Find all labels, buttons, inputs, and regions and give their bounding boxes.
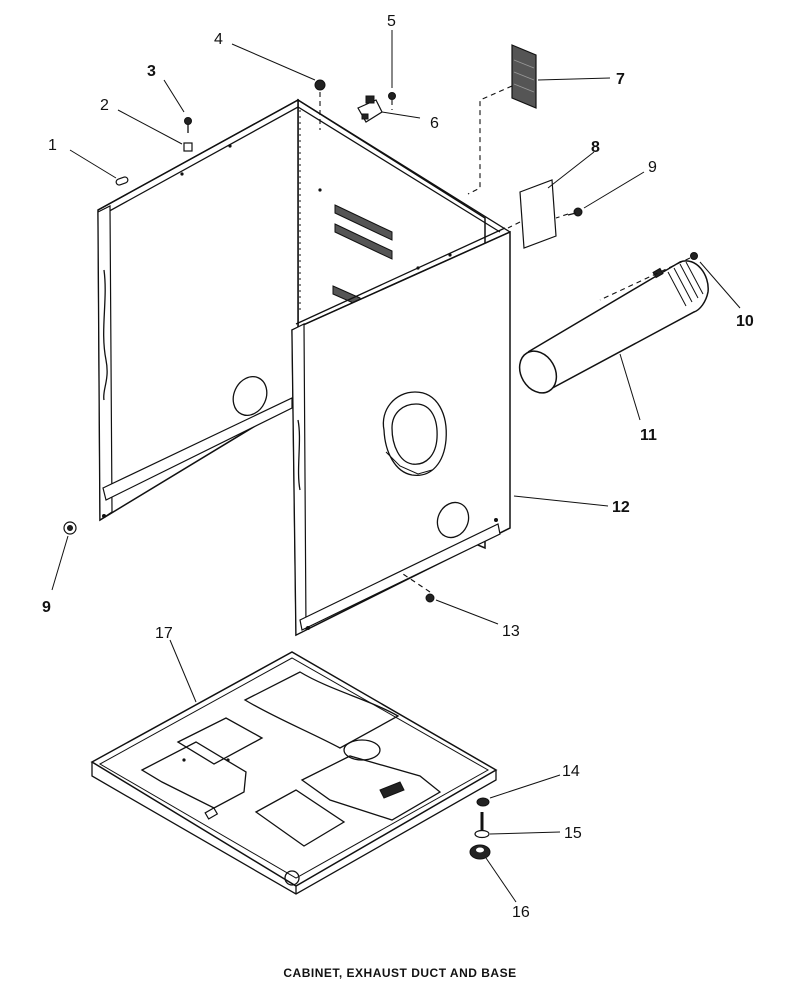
callout-13: 13	[502, 623, 520, 640]
part-14-nut	[476, 797, 490, 807]
part-6-bracket	[357, 95, 383, 123]
part-16-foot-pad	[469, 844, 491, 860]
part-5-screw	[388, 92, 396, 100]
callout-12: 12	[612, 499, 630, 516]
callout-7: 7	[616, 71, 625, 88]
callout-9-left: 9	[42, 599, 51, 616]
cabinet-left-panel	[97, 98, 299, 522]
part-9-screw-left	[63, 521, 77, 535]
diagram-caption: CABINET, EXHAUST DUCT AND BASE	[283, 966, 517, 980]
part-7-screen	[511, 44, 537, 109]
callout-5: 5	[387, 13, 396, 30]
part-11-exhaust-duct	[518, 260, 709, 394]
part-8-cover-plate	[519, 179, 557, 249]
callout-15: 15	[564, 825, 582, 842]
part-1-pin	[115, 176, 129, 186]
callout-14: 14	[562, 763, 580, 780]
callout-10: 10	[736, 313, 754, 330]
part-15-leveling-leg	[474, 812, 490, 839]
back-panel-slots	[332, 204, 393, 307]
leader-lines	[51, 30, 741, 903]
callout-2: 2	[100, 97, 109, 114]
part-13-screw	[425, 593, 435, 603]
callout-4: 4	[214, 31, 223, 48]
part-17-base	[90, 651, 498, 895]
callout-11: 11	[640, 427, 657, 444]
callout-3: 3	[147, 63, 156, 80]
assembly-guide-lines	[319, 85, 691, 593]
part-10-screw	[690, 252, 698, 260]
cabinet-assembly	[97, 98, 511, 637]
part-2-clip	[183, 142, 193, 152]
callout-1: 1	[48, 137, 57, 154]
part-4-nut	[314, 79, 326, 91]
callout-9-right: 9	[648, 159, 657, 176]
callout-labels: 1 2 3 4 5 6 7 8 9 9 10 11 12 13 14 15 16…	[42, 13, 754, 921]
part-9-screw-right	[567, 207, 583, 217]
callout-8: 8	[591, 139, 600, 156]
callout-6: 6	[430, 115, 439, 132]
front-panel-opening	[382, 391, 447, 476]
callout-17: 17	[155, 625, 173, 642]
part-3-screw	[184, 117, 192, 133]
callout-16: 16	[512, 904, 530, 921]
